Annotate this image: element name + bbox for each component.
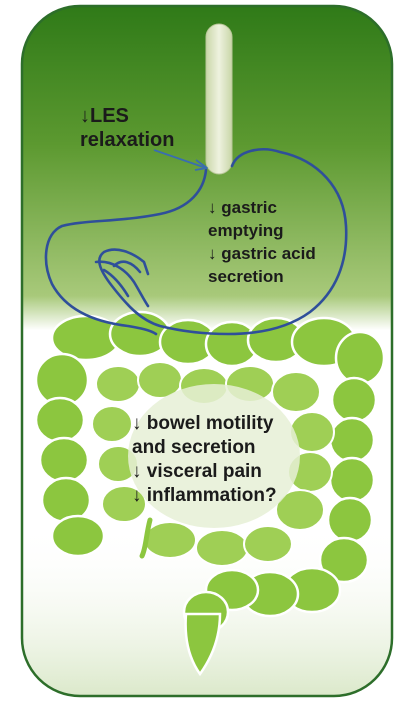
gastric-text: gastric — [221, 198, 277, 217]
bowel-effects-label: ↓ bowel motility and secretion ↓ viscera… — [132, 412, 277, 508]
stomach-label-line-3: ↓ gastric acid — [208, 242, 316, 265]
les-label-line-2: relaxation — [80, 128, 174, 152]
down-arrow-icon: ↓ — [132, 461, 142, 482]
down-arrow-icon: ↓ — [80, 105, 90, 127]
les-relaxation-label: ↓LES relaxation — [80, 104, 174, 152]
down-arrow-icon: ↓ — [132, 485, 142, 506]
gastric-acid-text: gastric acid — [221, 244, 316, 263]
stomach-label-line-1: ↓ gastric — [208, 196, 316, 219]
bowel-label-line-4: ↓ inflammation? — [132, 484, 277, 508]
esophagus — [206, 24, 232, 174]
les-text: LES — [90, 105, 129, 127]
visceral-pain-text: visceral pain — [147, 461, 262, 482]
inflammation-text: inflammation? — [147, 485, 277, 506]
down-arrow-icon: ↓ — [208, 198, 217, 217]
down-arrow-icon: ↓ — [132, 413, 142, 434]
les-label-line-1: ↓LES — [80, 104, 174, 128]
bowel-label-line-3: ↓ visceral pain — [132, 460, 277, 484]
bowel-label-line-1: ↓ bowel motility — [132, 412, 277, 436]
bowel-label-line-2: and secretion — [132, 436, 277, 460]
stomach-label-line-4: secretion — [208, 265, 316, 288]
bowel-motility-text: bowel motility — [147, 413, 274, 434]
down-arrow-icon: ↓ — [208, 244, 217, 263]
stomach-label-line-2: emptying — [208, 219, 316, 242]
stomach-effects-label: ↓ gastric emptying ↓ gastric acid secret… — [208, 196, 316, 288]
